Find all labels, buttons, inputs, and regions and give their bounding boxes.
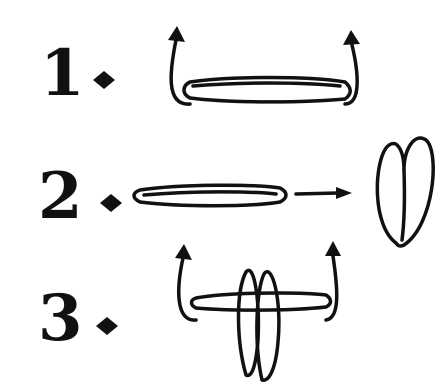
step-2: 2 (38, 138, 433, 246)
step-2-fold-line (402, 170, 404, 240)
step-1: 1 (40, 26, 360, 111)
step-2-number: 2 (38, 159, 83, 234)
step-3-horizontal-loop (192, 293, 331, 310)
step-3-right-arrow (326, 256, 337, 320)
step-1-flat-loop (184, 78, 350, 102)
step-2-bullet (100, 194, 122, 212)
step-3-left-arrowhead (175, 244, 192, 260)
step-3-vertical-loop-right (257, 272, 279, 380)
step-1-right-arrowhead (343, 30, 360, 45)
step-3-bullet (96, 317, 118, 335)
step-1-bullet (93, 71, 115, 89)
step-3: 3 (38, 241, 341, 380)
step-3-left-arrow (179, 258, 196, 320)
step-1-left-arrowhead (168, 26, 185, 42)
step-3-right-arrowhead (325, 241, 341, 256)
step-1-number: 1 (40, 36, 85, 111)
step-3-number: 3 (38, 281, 83, 356)
step-2-loop-inner (144, 192, 276, 195)
step-2-arrowhead (336, 187, 352, 199)
step-2-arrow (296, 193, 338, 194)
step-1-loop-inner (193, 83, 340, 86)
